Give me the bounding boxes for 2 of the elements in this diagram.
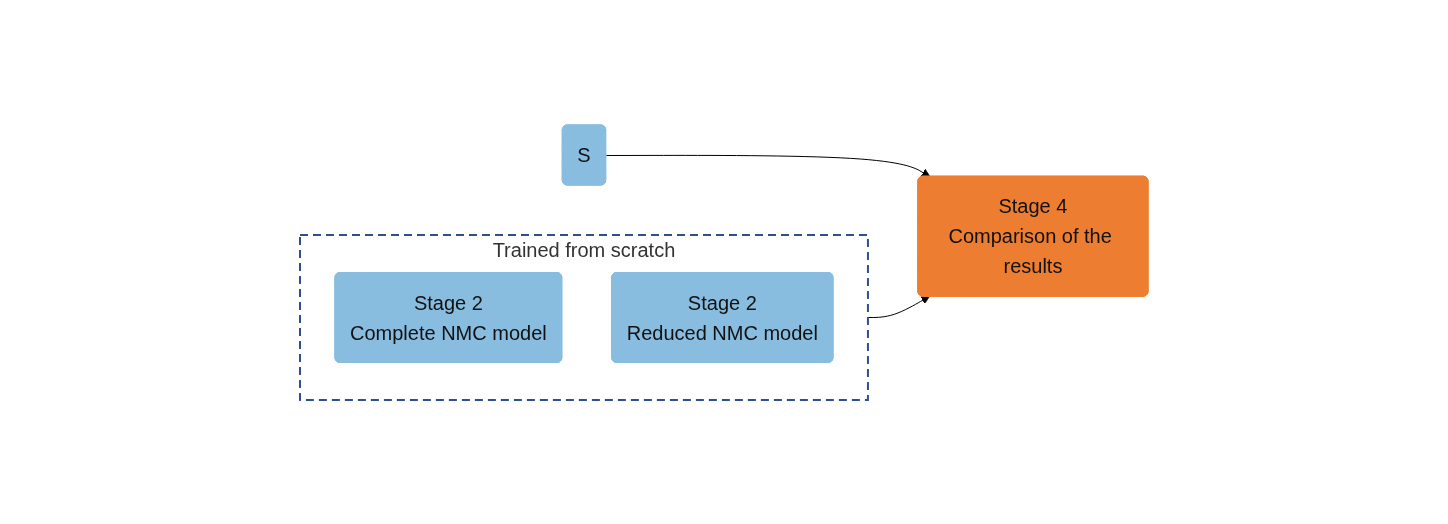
arrow (605, 154, 931, 177)
arrow (867, 295, 930, 318)
